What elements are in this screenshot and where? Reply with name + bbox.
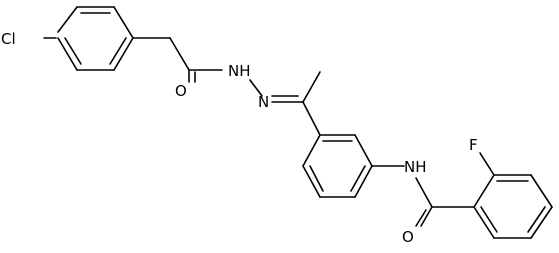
amide-nh-label: NH <box>404 158 427 176</box>
hydrazide-oxygen-label: O <box>175 82 187 100</box>
amide-linker <box>371 165 475 227</box>
fluorophenyl-ring <box>473 174 553 239</box>
hydrazone-linker <box>132 37 321 136</box>
chlorophenyl-ring <box>57 6 134 71</box>
amide-oxygen-label: O <box>402 228 414 246</box>
c-f-bond <box>479 152 495 176</box>
phenylene-ring <box>302 134 373 198</box>
hydrazide-nh-label: NH <box>228 62 251 80</box>
fluorine-atom-label: F <box>469 136 478 154</box>
chlorine-atom-label: Cl <box>1 30 16 48</box>
imine-nitrogen-label: N <box>258 93 269 111</box>
